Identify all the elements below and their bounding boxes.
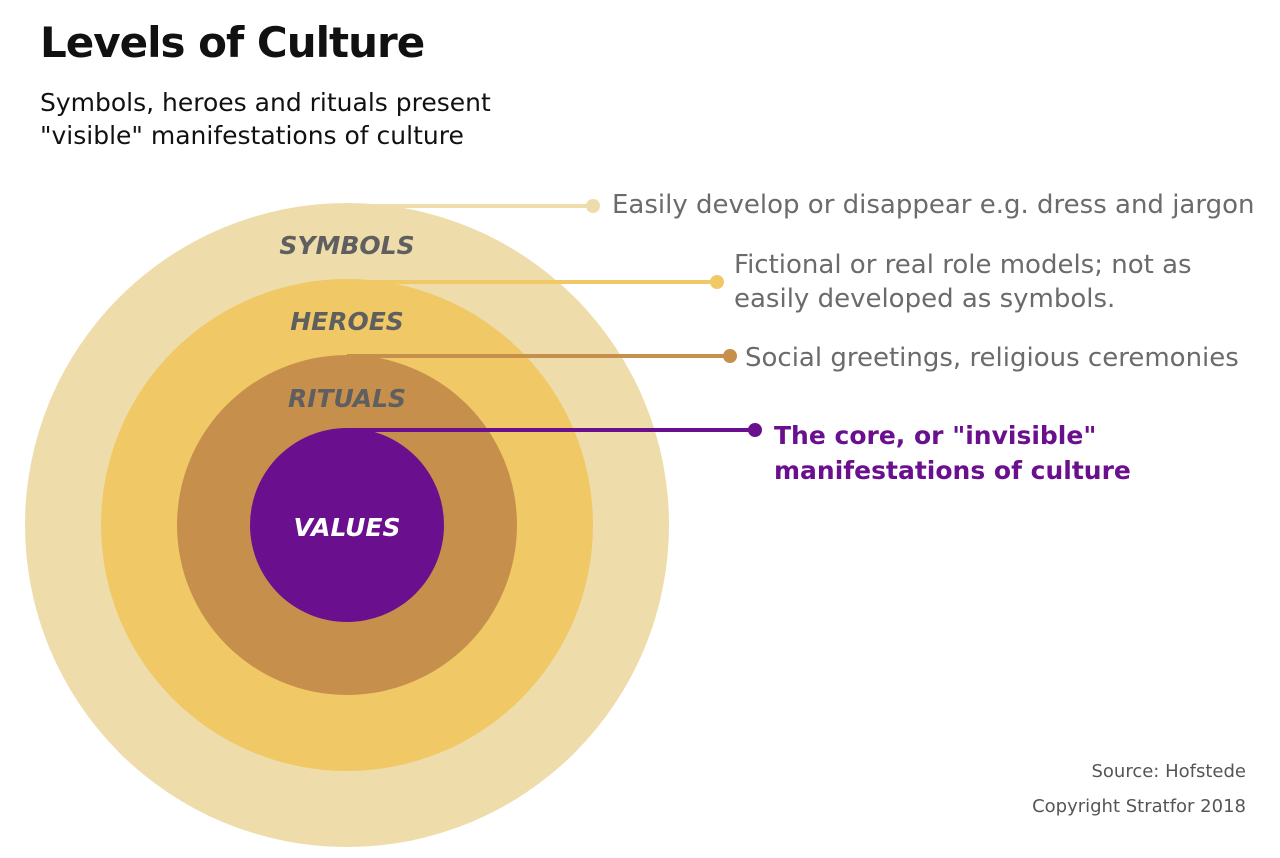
subtitle-line-1: Symbols, heroes and rituals present [40, 88, 491, 117]
leader-dot-heroes [710, 275, 724, 289]
description-symbols-line-1: Easily develop or disappear e.g. dress a… [612, 190, 1255, 220]
description-values-line-1: The core, or "invisible" [774, 421, 1097, 450]
page-title: Levels of Culture [40, 18, 425, 67]
label-rituals: RITUALS [288, 384, 406, 413]
label-values: VALUES [294, 513, 401, 542]
leader-dot-values [748, 423, 762, 437]
leader-dot-rituals [723, 349, 737, 363]
description-rituals-line-1: Social greetings, religious ceremonies [745, 343, 1239, 373]
copyright-note: Copyright Stratfor 2018 [1032, 796, 1246, 817]
description-values: The core, or "invisible" manifestations … [774, 418, 1131, 488]
source-note: Source: Hofstede [1091, 761, 1246, 782]
description-rituals: Social greetings, religious ceremonies [745, 341, 1239, 375]
description-values-line-2: manifestations of culture [774, 456, 1131, 485]
description-heroes-line-1: Fictional or real role models; not as [734, 250, 1192, 280]
description-heroes: Fictional or real role models; not as ea… [734, 248, 1192, 316]
description-heroes-line-2: easily developed as symbols. [734, 284, 1116, 314]
subtitle: Symbols, heroes and rituals present "vis… [40, 86, 600, 152]
leader-dot-symbols [586, 199, 600, 213]
subtitle-line-2: "visible" manifestations of culture [40, 121, 464, 150]
ring-values [250, 428, 444, 622]
description-symbols: Easily develop or disappear e.g. dress a… [612, 188, 1254, 222]
label-heroes: HEROES [290, 307, 404, 336]
label-symbols: SYMBOLS [279, 231, 414, 260]
